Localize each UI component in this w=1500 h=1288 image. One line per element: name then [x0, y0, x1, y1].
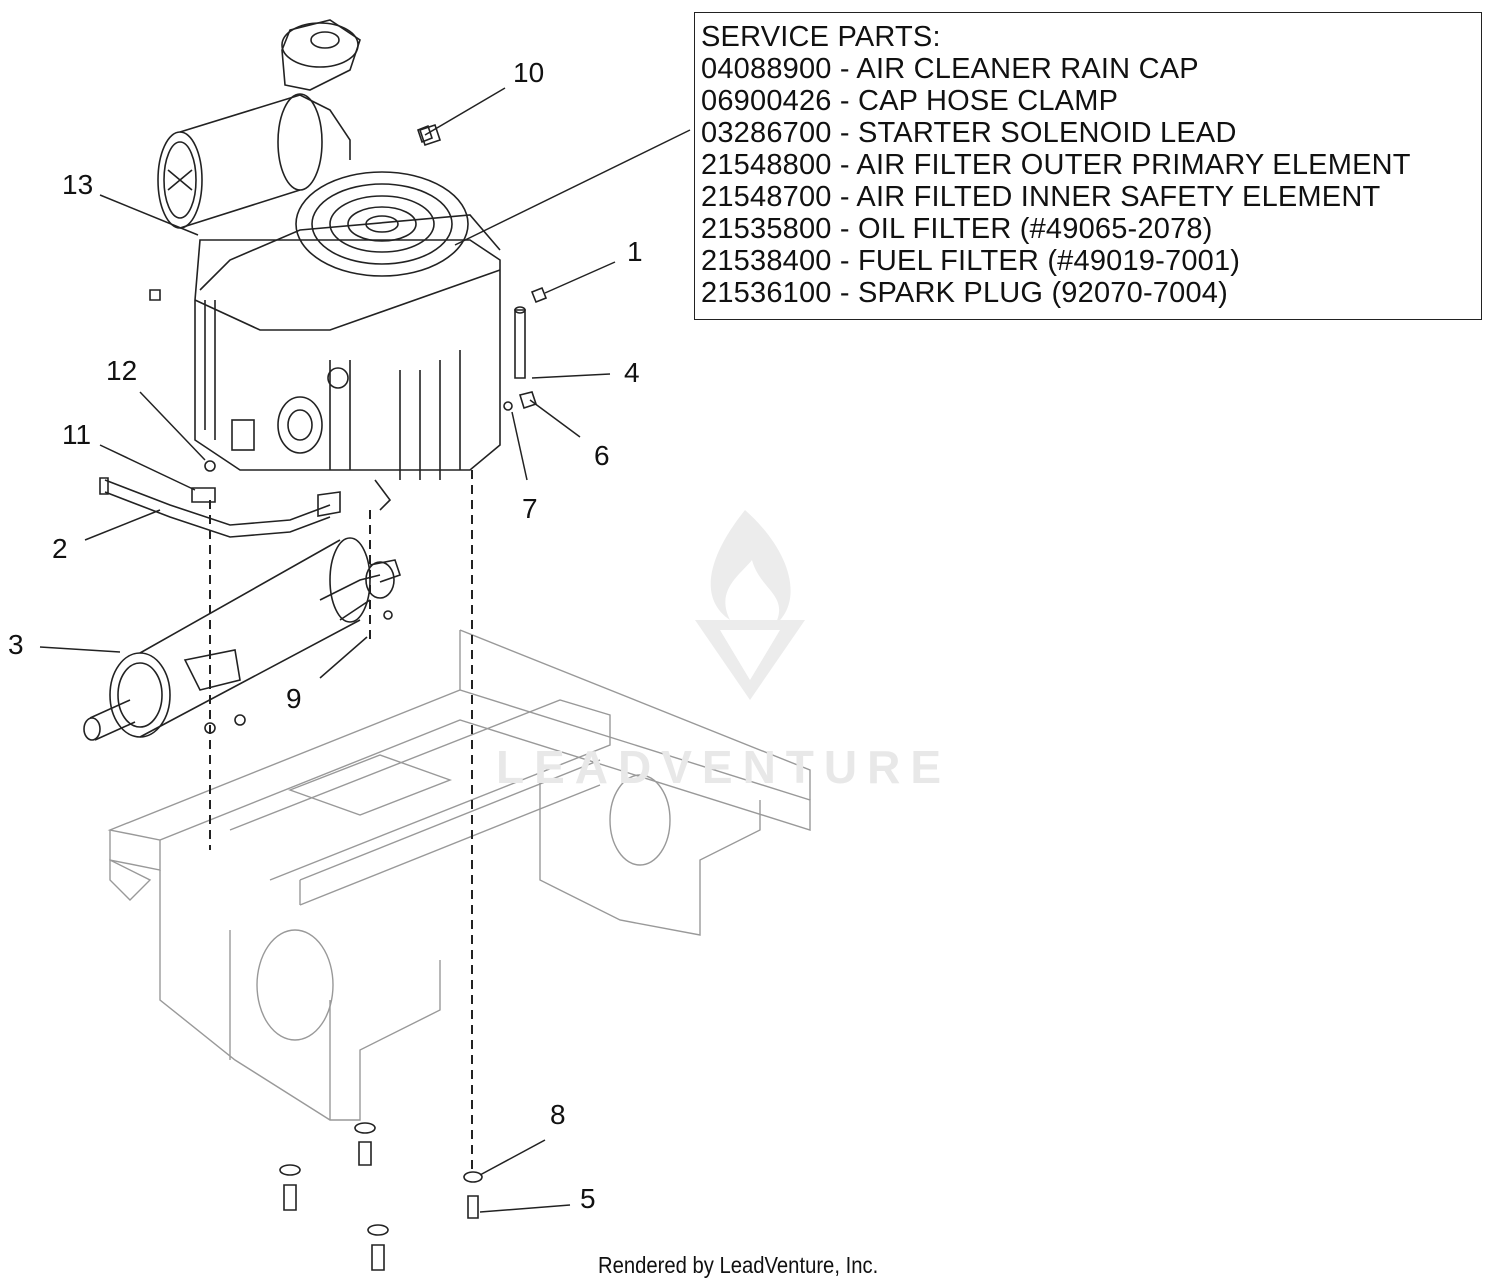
air-cleaner	[157, 19, 442, 229]
service-part-line: 21536100 - SPARK PLUG (92070-7004)	[701, 277, 1228, 309]
mounting-bolts	[279, 1122, 483, 1271]
callout-9: 9	[286, 683, 302, 714]
callout-1: 1	[627, 236, 643, 267]
watermark-text: LEADVENTURE	[496, 741, 952, 793]
callout-4: 4	[624, 357, 640, 388]
callout-5: 5	[580, 1183, 596, 1214]
assembly-lines	[209, 470, 473, 1170]
service-part-line: 21548700 - AIR FILTED INNER SAFETY ELEME…	[701, 181, 1381, 213]
leader-lines	[39, 87, 691, 1213]
callout-12: 12	[106, 355, 138, 386]
callout-3: 3	[8, 629, 24, 660]
engine	[149, 171, 501, 511]
service-part-line: 03286700 - STARTER SOLENOID LEAD	[701, 117, 1237, 149]
service-part-line: 21535800 - OIL FILTER (#49065-2078)	[701, 213, 1213, 245]
watermark-logo	[695, 510, 805, 700]
service-parts-title: SERVICE PARTS:	[701, 21, 941, 53]
footer-credit: Rendered by LeadVenture, Inc.	[598, 1252, 879, 1278]
service-part-line: 21538400 - FUEL FILTER (#49019-7001)	[701, 245, 1241, 277]
service-parts-box: SERVICE PARTS: 04088900 - AIR CLEANER RA…	[694, 12, 1482, 320]
service-part-line: 06900426 - CAP HOSE CLAMP	[701, 85, 1119, 117]
callout-2: 2	[52, 533, 68, 564]
callout-8: 8	[550, 1099, 566, 1130]
callout-13: 13	[62, 169, 94, 200]
muffler	[83, 537, 402, 741]
service-part-line: 04088900 - AIR CLEANER RAIN CAP	[701, 53, 1199, 85]
service-part-line: 21548800 - AIR FILTER OUTER PRIMARY ELEM…	[701, 149, 1411, 181]
callout-7: 7	[522, 493, 538, 524]
mower-frame	[107, 629, 811, 1121]
small-parts	[417, 124, 548, 411]
callout-10: 10	[513, 57, 545, 88]
callout-11: 11	[62, 419, 92, 450]
callout-6: 6	[594, 440, 610, 471]
hose	[99, 460, 341, 538]
